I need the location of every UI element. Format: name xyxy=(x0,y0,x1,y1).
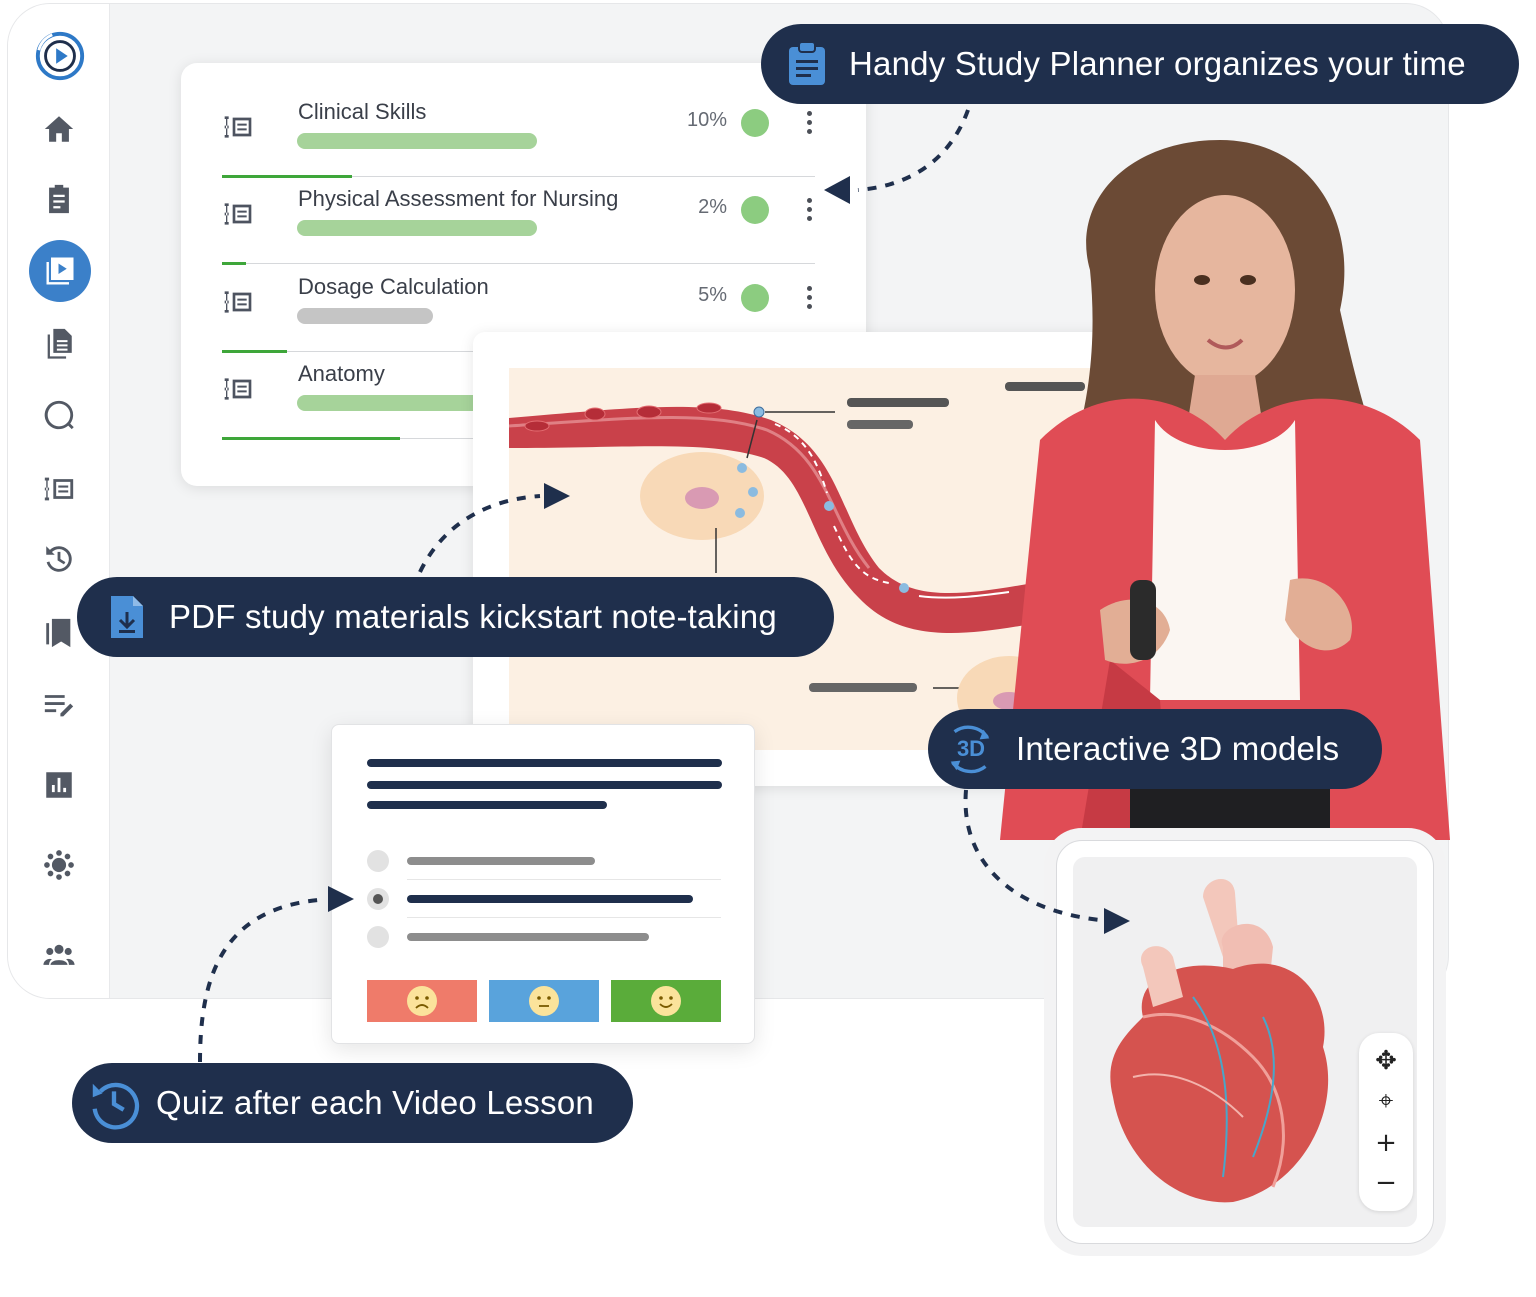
callout-text: PDF study materials kickstart note-takin… xyxy=(169,598,777,635)
heart-model-image xyxy=(1110,879,1329,1203)
quiz-clock-icon xyxy=(86,1080,142,1130)
study-planner-icon xyxy=(222,111,256,145)
community-icon[interactable] xyxy=(34,930,84,980)
zoom-out-button[interactable]: − xyxy=(1375,1168,1397,1198)
course-percent: 10% xyxy=(686,109,727,131)
logo-play-icon[interactable] xyxy=(32,28,88,84)
course-status-bar xyxy=(297,133,537,149)
document-icon[interactable] xyxy=(34,318,84,368)
course-percent: 2% xyxy=(698,196,727,218)
home-icon[interactable] xyxy=(34,104,84,154)
quiz-card xyxy=(331,724,755,1044)
callout-text: Quiz after each Video Lesson xyxy=(156,1084,594,1121)
happy-face-icon xyxy=(651,986,681,1016)
model-canvas[interactable]: ✥ ⌖ + − xyxy=(1073,857,1417,1227)
course-row[interactable]: Dosage Calculation 5% xyxy=(222,266,815,353)
quiz-history-icon[interactable] xyxy=(34,534,84,584)
sidebar xyxy=(8,4,110,998)
course-progress-bar xyxy=(222,437,400,440)
callout-text: Interactive 3D models xyxy=(1016,730,1340,767)
more-options-icon[interactable] xyxy=(805,111,815,139)
center-target-icon[interactable]: ⌖ xyxy=(1378,1085,1394,1116)
pdf-download-icon xyxy=(107,594,147,640)
more-options-icon[interactable] xyxy=(805,286,815,314)
course-status-bar xyxy=(297,308,433,324)
row-divider xyxy=(222,176,815,177)
clipboard-icon[interactable] xyxy=(34,174,84,224)
flashcards-icon[interactable] xyxy=(34,608,84,658)
rate-sad-button[interactable] xyxy=(367,980,477,1022)
radio-button-selected[interactable] xyxy=(367,888,389,910)
3d-model-viewer: ✥ ⌖ + − xyxy=(1056,840,1434,1244)
radio-button[interactable] xyxy=(367,926,389,948)
notes-icon[interactable] xyxy=(34,680,84,730)
course-title: Dosage Calculation xyxy=(298,274,489,299)
study-planner-icon xyxy=(222,373,256,407)
zoom-in-button[interactable]: + xyxy=(1375,1128,1397,1158)
answer-option[interactable] xyxy=(367,842,721,880)
study-planner-icon xyxy=(222,286,256,320)
3d-rotate-icon: 3D xyxy=(940,725,1000,774)
status-dot xyxy=(741,109,769,137)
move-icon[interactable]: ✥ xyxy=(1375,1046,1397,1076)
status-dot xyxy=(741,196,769,224)
3d-badge-text: 3D xyxy=(956,736,986,761)
course-progress-bar xyxy=(222,350,287,353)
question-text-line xyxy=(367,801,607,809)
cell-icon[interactable] xyxy=(34,840,84,890)
course-percent: 5% xyxy=(698,284,727,306)
answer-option-selected[interactable] xyxy=(367,880,721,918)
course-progress-bar xyxy=(222,175,352,178)
course-progress-bar xyxy=(222,262,246,265)
callout-pdf-materials: PDF study materials kickstart note-takin… xyxy=(77,577,834,657)
stats-icon[interactable] xyxy=(34,760,84,810)
answer-option[interactable] xyxy=(367,918,721,956)
callout-study-planner: Handy Study Planner organizes your time xyxy=(761,24,1519,104)
sad-face-icon xyxy=(407,986,437,1016)
question-text-line xyxy=(367,781,722,789)
rate-neutral-button[interactable] xyxy=(489,980,599,1022)
course-title: Physical Assessment for Nursing xyxy=(298,186,619,211)
course-title: Anatomy xyxy=(298,361,385,386)
model-controls: ✥ ⌖ + − xyxy=(1359,1033,1413,1211)
callout-3d-models: 3D Interactive 3D models xyxy=(928,709,1382,789)
neutral-face-icon xyxy=(529,986,559,1016)
course-row[interactable]: Physical Assessment for Nursing 2% xyxy=(222,178,815,265)
status-dot xyxy=(741,284,769,312)
radio-button[interactable] xyxy=(367,850,389,872)
callout-quiz: Quiz after each Video Lesson xyxy=(72,1063,633,1143)
study-planner-icon xyxy=(222,198,256,232)
course-title: Clinical Skills xyxy=(298,99,427,124)
more-options-icon[interactable] xyxy=(805,198,815,226)
rate-happy-button[interactable] xyxy=(611,980,721,1022)
study-planner-icon[interactable] xyxy=(34,464,84,514)
callout-text: Handy Study Planner organizes your time xyxy=(849,45,1466,82)
question-bank-icon[interactable] xyxy=(34,390,84,440)
row-divider xyxy=(222,263,815,264)
video-library-icon[interactable] xyxy=(29,240,91,302)
course-status-bar xyxy=(297,220,537,236)
question-text-line xyxy=(367,759,722,767)
clipboard-icon xyxy=(787,41,827,87)
course-row[interactable]: Clinical Skills 10% xyxy=(222,91,815,178)
